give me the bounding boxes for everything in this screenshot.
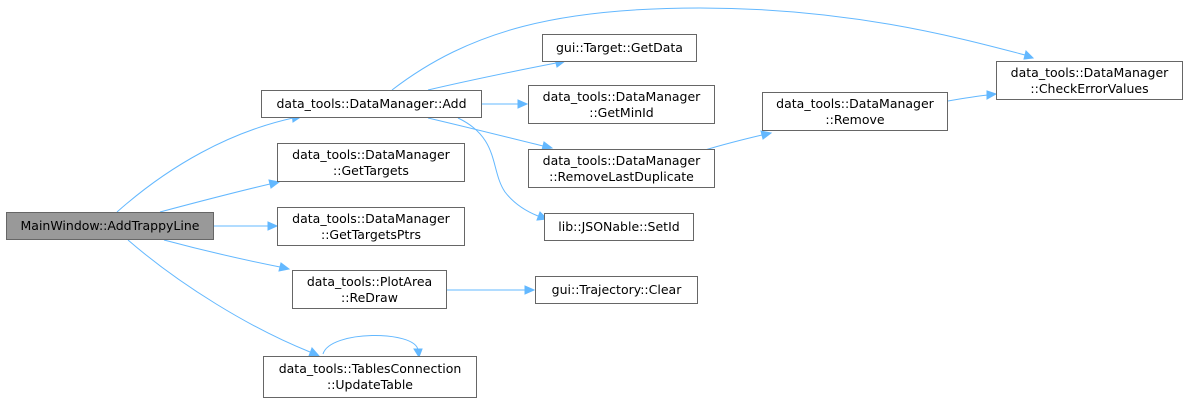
edge-remove-checkerror-arrowhead (986, 90, 998, 100)
node-trajectory-clear-label: gui::Trajectory::Clear (551, 282, 682, 297)
node-datamanager-remove-label-2: ::Remove (825, 111, 885, 127)
node-datamanager-checkerrorvalues-label-1: data_tools::DataManager (1010, 64, 1169, 80)
node-tablesconnection-updatetable-label-2: ::UpdateTable (326, 377, 414, 392)
node-datamanager-removelastduplicate-label-2: ::RemoveLastDuplicate (549, 168, 694, 184)
edge-add-setid (457, 117, 539, 217)
node-plotarea-redraw[interactable]: data_tools::PlotArea ::ReDraw (292, 270, 447, 309)
edge-main-gettargets (159, 183, 271, 213)
edge-add-removelast (427, 117, 544, 147)
edge-main-redraw-arrowhead (278, 262, 291, 272)
node-target-getdata[interactable]: gui::Target::GetData (542, 34, 697, 62)
node-tablesconnection-updatetable[interactable]: data_tools::TablesConnection ::UpdateTab… (263, 356, 477, 398)
node-datamanager-gettargets-label-2: ::GetTargets (333, 162, 409, 178)
node-jsonable-setid-label: lib::JSONable::SetId (558, 219, 680, 234)
node-target-getdata-label: gui::Target::GetData (556, 40, 683, 55)
node-trajectory-clear[interactable]: gui::Trajectory::Clear (535, 276, 698, 304)
edge-main-gettargetsptrs-arrowhead (267, 221, 279, 231)
edge-removelast-remove-arrowhead (760, 130, 773, 140)
node-tablesconnection-updatetable-label-1: data_tools::TablesConnection (278, 361, 462, 376)
node-datamanager-checkerrorvalues[interactable]: data_tools::DataManager ::CheckErrorValu… (996, 61, 1183, 100)
node-mainwindow-addtrappyline-label: MainWindow::AddTrappyLine (20, 218, 200, 233)
node-datamanager-removelastduplicate-label-1: data_tools::DataManager (542, 152, 701, 168)
edge-main-redraw (163, 239, 281, 268)
node-datamanager-gettargetsptrs-label-2: ::GetTargetsPtrs (321, 226, 421, 242)
node-datamanager-gettargets[interactable]: data_tools::DataManager ::GetTargets (277, 143, 465, 182)
node-datamanager-add-label: data_tools::DataManager::Add (276, 96, 467, 111)
node-datamanager-remove-label-1: data_tools::DataManager (776, 95, 934, 111)
edge-main-updatetable-arrowhead (308, 347, 321, 357)
node-mainwindow-addtrappyline: MainWindow::AddTrappyLine (6, 212, 214, 240)
edge-main-gettargets-arrowhead (268, 179, 281, 189)
edge-add-getminid-arrowhead (517, 99, 529, 109)
node-datamanager-getminid-label-2: ::GetMinId (589, 104, 654, 120)
edge-add-checkerror (391, 7, 1026, 91)
edge-remove-checkerror (947, 94, 989, 102)
node-datamanager-removelastduplicate[interactable]: data_tools::DataManager ::RemoveLastDupl… (528, 149, 715, 188)
node-datamanager-gettargetsptrs-label-1: data_tools::DataManager (292, 210, 450, 226)
edge-redraw-clear-arrowhead (524, 285, 536, 295)
edge-main-updatetable (127, 239, 311, 353)
node-plotarea-redraw-label-1: data_tools::PlotArea (306, 273, 433, 289)
node-jsonable-setid[interactable]: lib::JSONable::SetId (544, 213, 694, 241)
edge-main-add (116, 117, 294, 213)
edge-updatetable-self-arrowhead (413, 348, 423, 359)
node-datamanager-add[interactable]: data_tools::DataManager::Add (261, 90, 482, 118)
node-datamanager-remove[interactable]: data_tools::DataManager ::Remove (762, 92, 948, 131)
edge-add-checkerror-arrowhead (1023, 50, 1035, 60)
node-datamanager-checkerrorvalues-label-2: ::CheckErrorValues (1030, 80, 1149, 96)
edge-updatetable-self (322, 335, 419, 355)
node-datamanager-getminid-label-1: data_tools::DataManager (542, 88, 701, 104)
node-datamanager-gettargets-label-1: data_tools::DataManager (292, 146, 450, 162)
edge-add-getdata (427, 62, 557, 91)
node-plotarea-redraw-label-2: ::ReDraw (341, 289, 398, 305)
node-datamanager-getminid[interactable]: data_tools::DataManager ::GetMinId (528, 85, 715, 124)
edge-removelast-remove (704, 134, 763, 151)
node-datamanager-gettargetsptrs[interactable]: data_tools::DataManager ::GetTargetsPtrs (277, 207, 465, 246)
